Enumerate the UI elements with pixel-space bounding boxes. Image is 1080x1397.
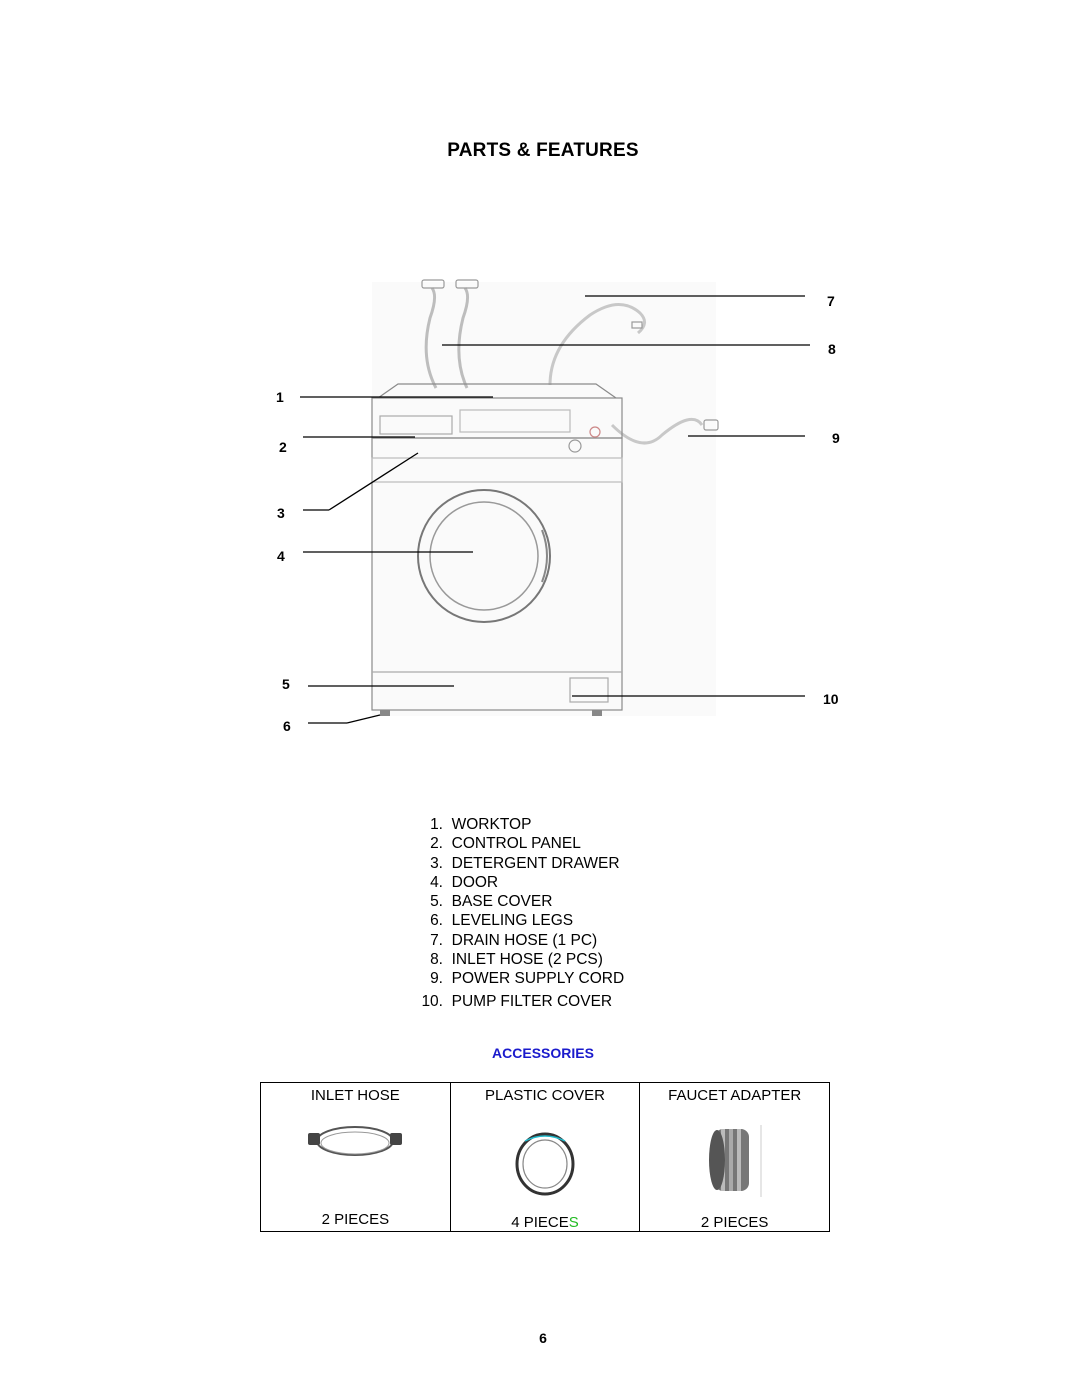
list-item: 1. WORKTOP [430, 816, 532, 833]
list-item: 8. INLET HOSE (2 PCS) [430, 951, 603, 969]
list-item: 6. LEVELING LEGS [430, 912, 574, 930]
callout-6: 6 [283, 718, 291, 734]
callout-8: 8 [828, 341, 836, 357]
faucet-adapter-icon [708, 1125, 762, 1197]
accessory-qty: 4 PIECES [511, 1214, 579, 1231]
callout-5: 5 [282, 676, 290, 692]
list-item: 5. BASE COVER [430, 893, 553, 911]
accessory-name: FAUCET ADAPTER [668, 1087, 802, 1104]
list-item: 2. CONTROL PANEL [430, 835, 581, 853]
accessory-cell-inlet-hose: INLET HOSE 2 PIECES [260, 1082, 451, 1232]
accessory-name: PLASTIC COVER [484, 1087, 605, 1104]
list-item: 9. POWER SUPPLY CORD [430, 970, 625, 988]
plastic-cover-icon [515, 1132, 575, 1196]
list-item: 3. DETERGENT DRAWER [430, 854, 620, 872]
callout-10: 10 [823, 691, 839, 707]
accessory-cell-plastic-cover: PLASTIC COVER 4 PIECES [449, 1082, 641, 1232]
callout-9: 9 [832, 430, 840, 446]
callout-3: 3 [277, 505, 285, 521]
page-title: PARTS & FEATURES [447, 140, 639, 161]
list-item: 4. DOOR [430, 873, 499, 891]
callout-4: 4 [277, 548, 285, 564]
accessories-heading: ACCESSORIES [492, 1045, 594, 1061]
accessory-qty: 2 PIECES [700, 1214, 769, 1231]
callout-numbers: 1 2 3 4 5 6 7 8 9 10 [276, 293, 840, 734]
callout-leader-lines [300, 295, 810, 724]
callout-1: 1 [276, 389, 284, 405]
washer-illustration [371, 279, 719, 716]
page-number: 6 [539, 1330, 547, 1346]
callout-7: 7 [827, 293, 835, 309]
list-item: 10. PUMP FILTER COVER [421, 992, 613, 1010]
accessories-table: INLET HOSE 2 PIECES PLASTIC COVER [260, 1082, 830, 1232]
list-item: 7. DRAIN HOSE (1 PC) [430, 931, 598, 949]
accessory-name: INLET HOSE [310, 1087, 400, 1104]
accessory-cell-faucet-adapter: FAUCET ADAPTER 2 PIECES [639, 1082, 830, 1232]
accessory-qty: 2 PIECES [321, 1211, 390, 1228]
callout-2: 2 [279, 439, 287, 455]
inlet-hose-icon [308, 1126, 403, 1156]
parts-list: 1. WORKTOP 2. CONTROL PANEL 3. DETERGENT… [400, 815, 624, 1011]
washer-diagram: 1 2 3 4 5 6 7 8 9 10 [276, 279, 840, 734]
